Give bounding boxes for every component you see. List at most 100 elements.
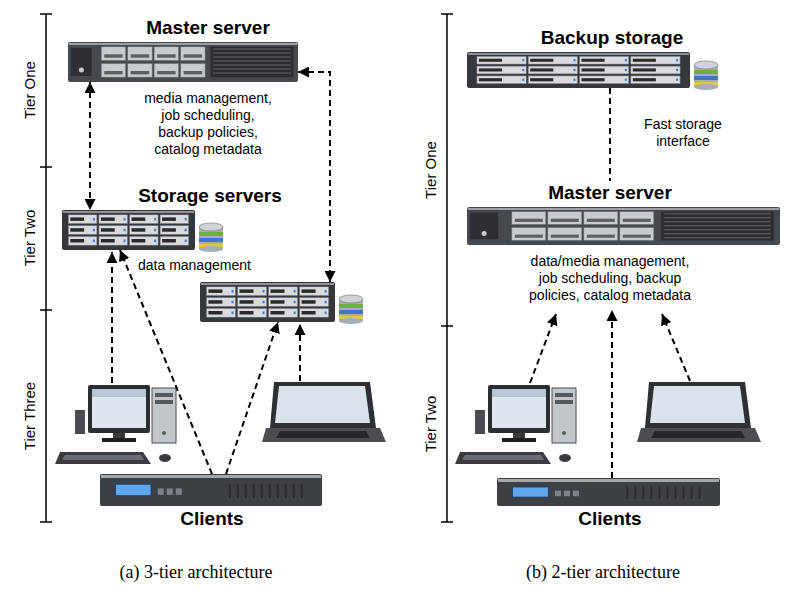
drive-bay [584,212,618,225]
chassis-bevel [468,53,689,55]
drive-handle [271,311,285,315]
chassis-bevel [69,43,297,45]
drive-handle [240,289,254,293]
drive-handle [302,289,316,293]
storage-chassis [200,282,335,322]
drive-led [294,312,296,315]
lcd-panel [513,487,549,497]
drive-led [625,69,627,71]
drive-led [625,79,627,81]
vent-slot [664,229,770,230]
drive-handle [479,68,502,71]
drive-bay [160,236,189,245]
desktop-computer [455,385,576,464]
node-heading: Backup storage [538,26,687,49]
drive-led [232,290,234,293]
drive-bay [101,64,126,78]
control-panel [71,48,92,76]
drive-bay [181,64,206,78]
drive-handle [530,59,553,62]
drive-handle [530,78,553,81]
master-server: Master serverdata/media management, job … [467,207,780,310]
drive-handle [271,300,285,304]
drive-bay [238,287,267,296]
drive-led [93,229,95,232]
node-heading: Clients [575,507,644,530]
drive-led [263,290,265,293]
drive-handle [240,300,254,304]
drive-led [263,301,265,304]
drive-bay [631,66,680,74]
caption: (a) 3-tier architecture [120,561,273,583]
drive-handle [479,59,502,62]
drive-handle [131,54,150,57]
drive-led [574,59,576,61]
client-arrow [299,324,301,381]
vent-slot [277,484,279,498]
drive-bay [206,287,235,296]
drive-bay [512,212,546,225]
drive-led [232,312,234,315]
vent-slot [213,64,291,65]
drive-handle [633,78,656,81]
drive-handle [132,228,146,232]
vent-slot [683,486,685,499]
server-picture [467,52,690,88]
tier-bracket [441,14,453,522]
laptop-computer [262,382,386,442]
drive-led [185,229,187,232]
drive-bay [580,66,629,74]
drive-led [676,69,678,71]
client-arrow [530,314,556,383]
db-band [694,76,718,80]
drive-bay [580,76,629,84]
database-icon [693,60,719,90]
drive-handle [157,71,176,74]
front-button [167,488,173,494]
drive-bay [548,212,582,225]
drive-handle [302,300,316,304]
dashed-connector [120,250,212,474]
drive-handle [271,289,285,293]
front-button [573,491,579,497]
drive-handle [162,228,176,232]
drive-handle [530,68,553,71]
vent-slot [301,484,303,498]
drive-bay [528,66,577,74]
vent-slot [213,56,291,57]
drive-bay [99,226,128,235]
vent-slot [699,486,701,499]
front-button [564,491,570,497]
drive-bay [269,287,298,296]
db-band [199,238,223,242]
drive-led [154,218,156,221]
drive-led [676,79,678,81]
drive-bay [631,76,680,84]
drive-handle [70,217,84,221]
drive-handle [208,311,222,315]
master-server: Master servermedia management, job sched… [68,42,298,82]
drive-handle [302,311,316,315]
drive-bay [477,66,526,74]
drive-led [325,301,327,304]
drive-led [124,240,126,243]
drive-bay [160,215,189,224]
drive-handle [623,235,651,238]
drive-handle [633,68,656,71]
vent-slot [213,48,291,49]
drive-bay [130,215,159,224]
server-picture [68,42,298,82]
vent-slot [213,72,291,73]
front-button [176,488,182,494]
vent-slot [642,486,644,499]
drive-handle [101,239,115,243]
drive-bay [580,56,629,64]
drive-handle [551,219,579,222]
node-heading: Storage servers [135,184,285,207]
vent-slot [664,213,770,214]
drive-handle [240,311,254,315]
client-server: Clients [497,478,720,506]
drive-bay [477,56,526,64]
drive-bay [528,56,577,64]
